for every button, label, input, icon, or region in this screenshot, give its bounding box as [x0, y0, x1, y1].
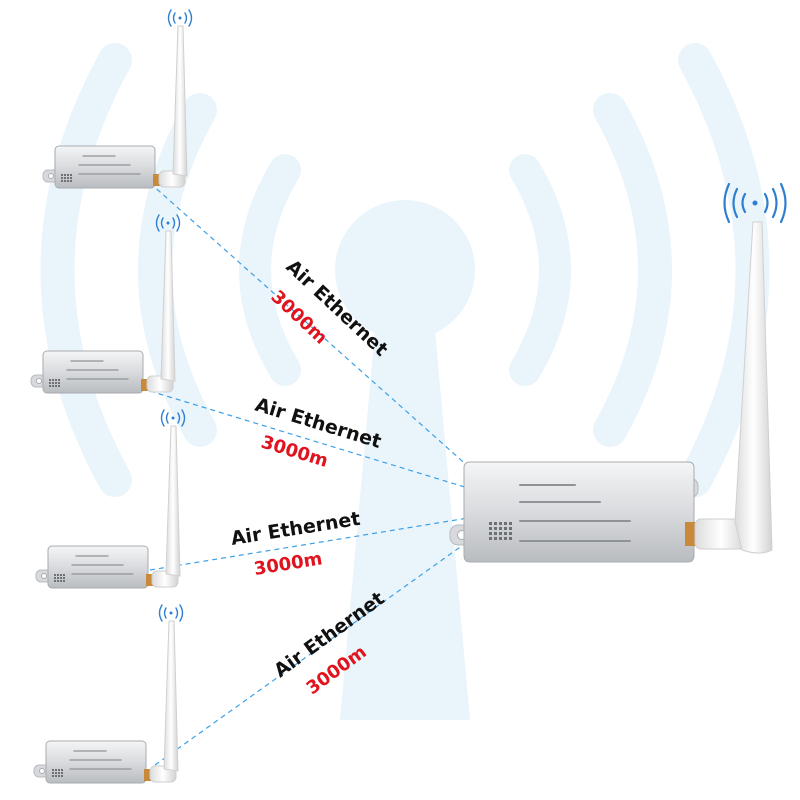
main-bridge-device [449, 182, 787, 563]
link-distance-2: 3000m [259, 432, 331, 472]
link-3-label: Air Ethernet [229, 508, 361, 550]
wifi-signal-icon [723, 182, 787, 224]
link-3-distance: 3000m [252, 548, 323, 580]
link-label-3: Air Ethernet [229, 508, 361, 550]
wifi-signal-icon [158, 604, 184, 622]
status-led-grid [489, 522, 512, 540]
client-device-3 [35, 409, 186, 589]
client-device-4 [33, 604, 184, 784]
link-distance-3: 3000m [252, 548, 323, 580]
client-devices [30, 9, 193, 784]
wifi-signal-icon [160, 409, 186, 427]
wifi-signal-icon [155, 214, 181, 232]
wifi-signal-icon [167, 9, 193, 27]
link-2-distance: 3000m [259, 432, 331, 472]
client-device-1 [42, 9, 193, 189]
link-line-4 [154, 539, 471, 766]
link-line-2 [149, 390, 469, 489]
client-device-2 [30, 214, 181, 394]
link-lines [149, 182, 471, 766]
